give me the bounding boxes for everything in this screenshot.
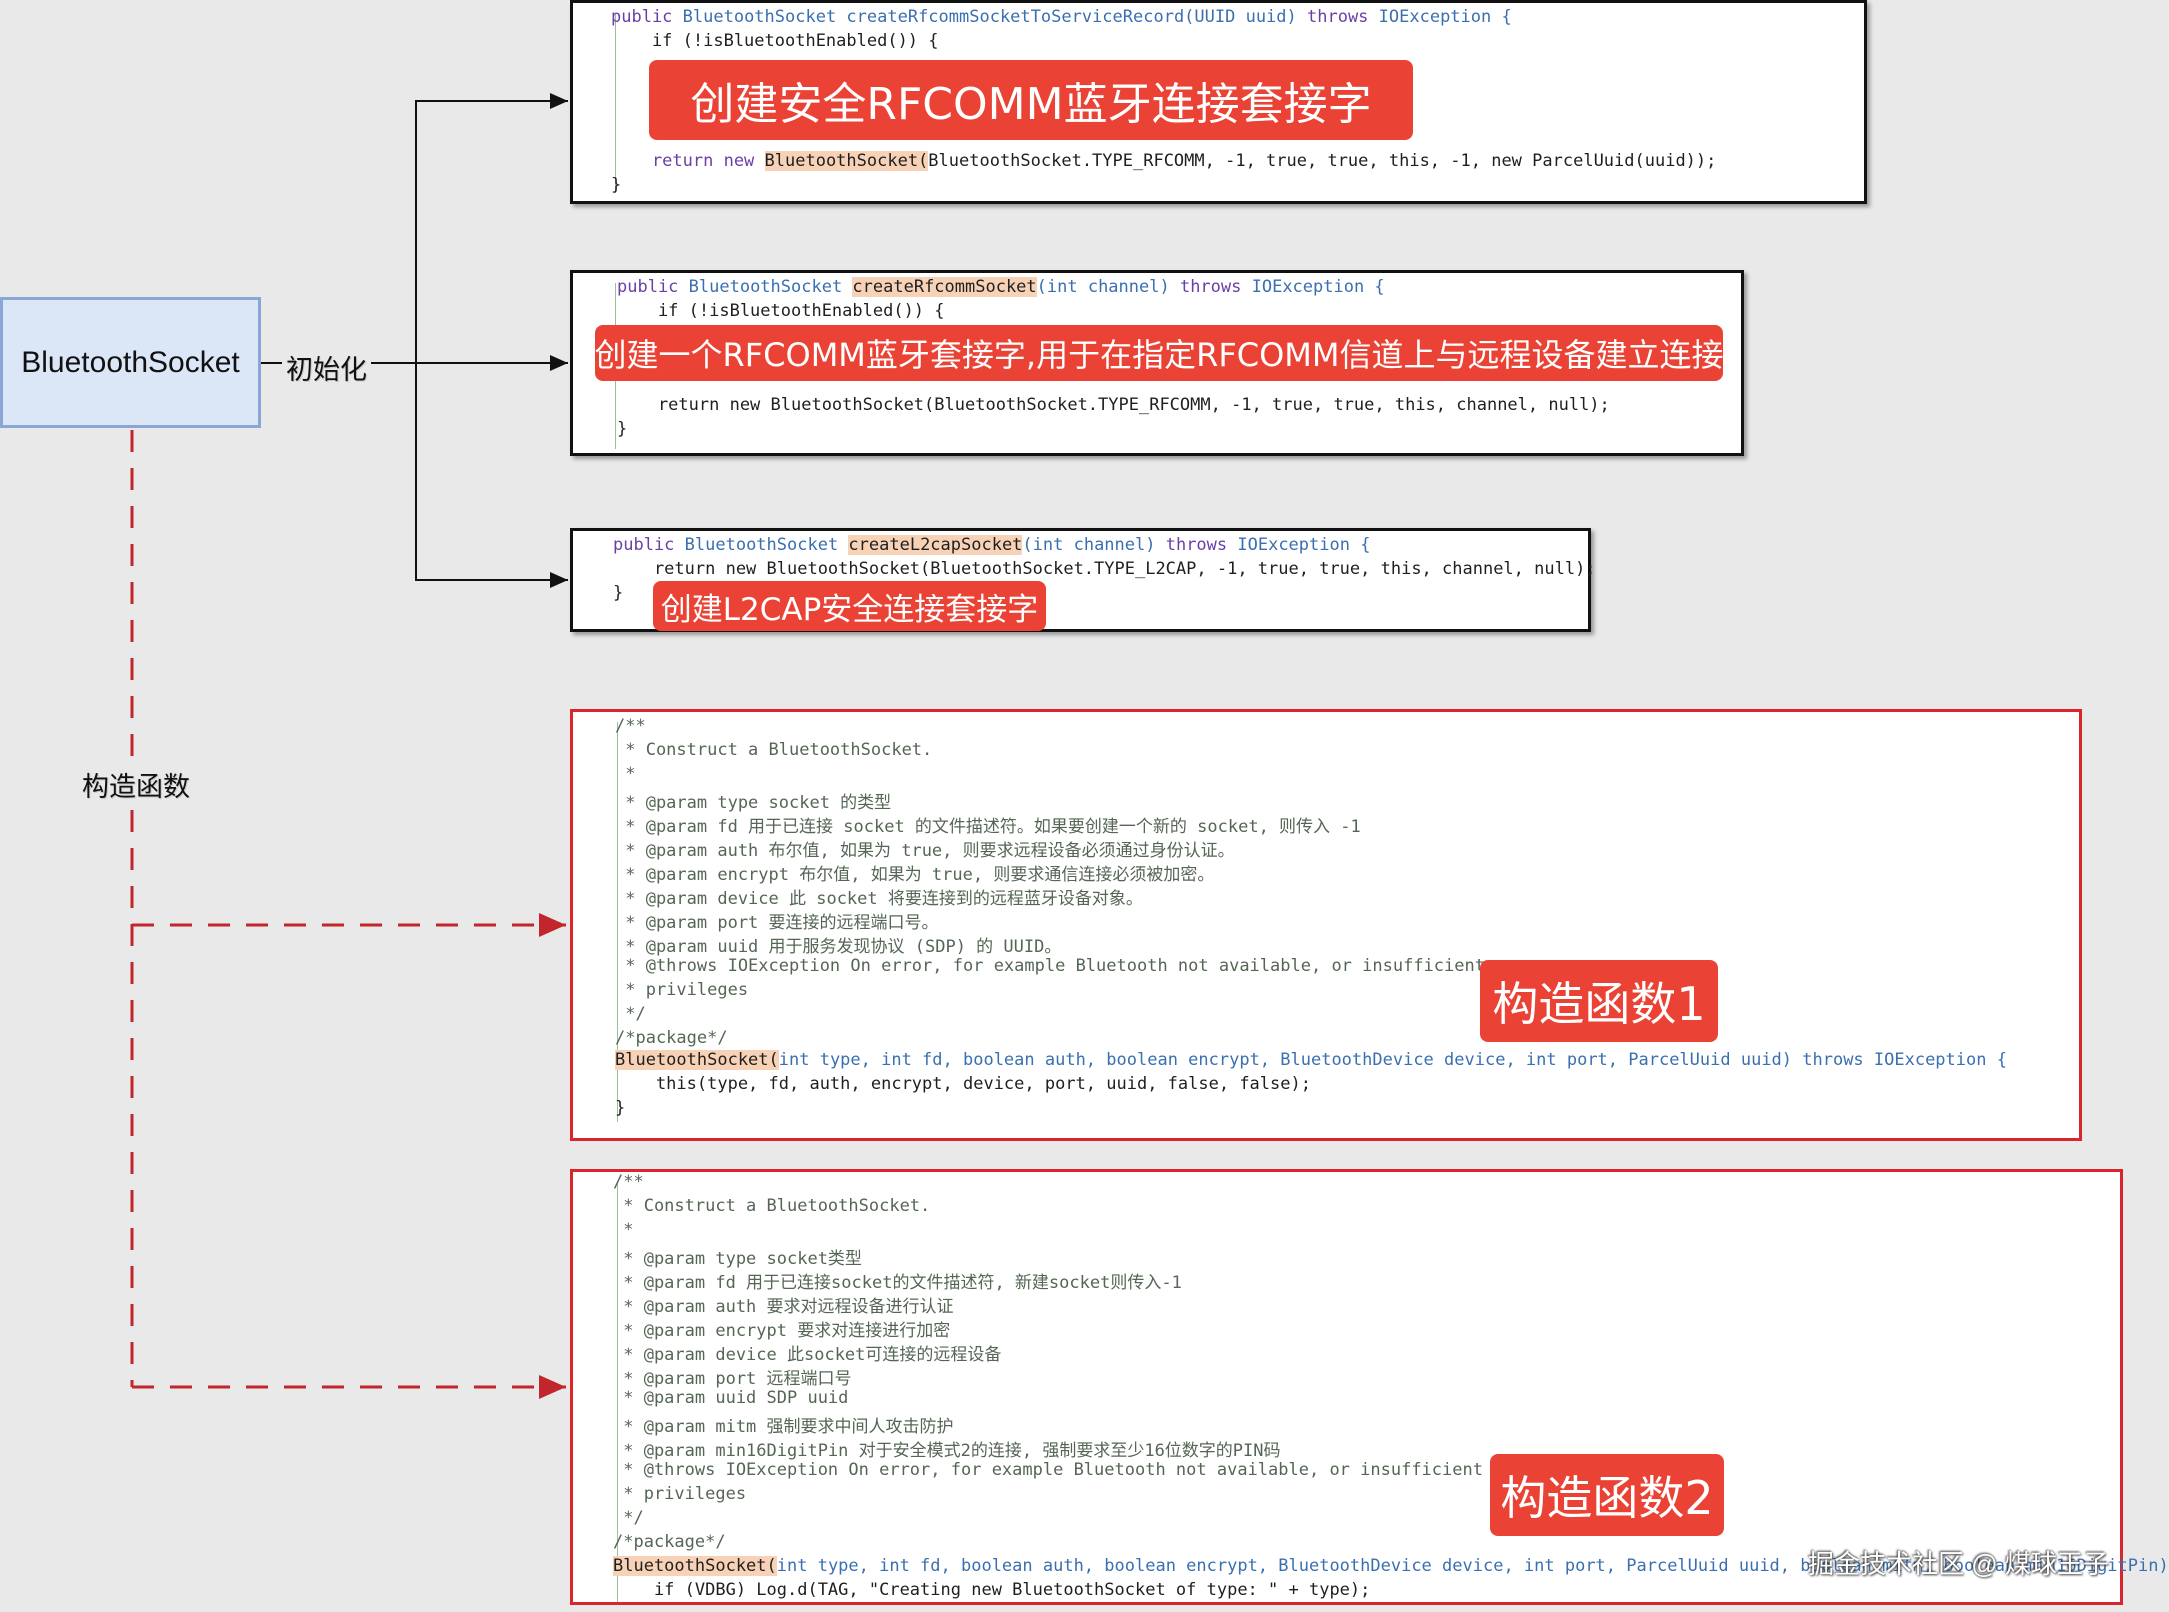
doc-comment-line: * @param fd 用于已连接 socket 的文件描述符。如果要创建一个新…	[615, 817, 1361, 837]
code-line: BluetoothSocket(int type, int fd, boolea…	[615, 1050, 2007, 1070]
code-box-constructor-2: /** * Construct a BluetoothSocket. * * @…	[570, 1169, 2169, 1605]
annotation-badge: 构造函数2	[1490, 1454, 1724, 1536]
code-line: }	[615, 1098, 626, 1118]
doc-comment-line: * @param uuid 用于服务发现协议 (SDP) 的 UUID。	[615, 937, 1062, 957]
doc-comment-line: /*package*/	[615, 1028, 728, 1048]
code-line: return new BluetoothSocket(BluetoothSock…	[617, 395, 1610, 415]
doc-comment-line: * @param fd 用于已连接socket的文件描述符, 新建socket则…	[613, 1273, 1182, 1293]
constructor-edge-label: 构造函数	[78, 765, 194, 804]
code-line: }	[613, 583, 624, 603]
doc-comment-line: * @param type socket类型	[613, 1249, 862, 1269]
doc-comment-line: * @param uuid SDP uuid	[613, 1388, 849, 1408]
init-arrow-box3	[415, 363, 568, 588]
code-gutter	[617, 722, 618, 1122]
doc-comment-line: */	[613, 1508, 644, 1528]
doc-comment-line: * @param encrypt 布尔值, 如果为 true, 则要求通信连接必…	[615, 865, 1215, 885]
annotation-badge: 创建一个RFCOMM蓝牙套接字,用于在指定RFCOMM信道上与远程设备建立连接	[595, 325, 1723, 381]
init-arrow-box1	[415, 93, 568, 363]
code-line: }	[617, 419, 628, 439]
doc-comment-line: * @param mitm 强制要求中间人攻击防护	[613, 1417, 954, 1437]
code-box-create-rfcomm-service-record: public BluetoothSocket createRfcommSocke…	[570, 0, 1867, 204]
code-line: public BluetoothSocket createRfcommSocke…	[617, 277, 1385, 297]
doc-comment-line: */	[615, 1004, 646, 1024]
doc-comment-line: * @param port 要连接的远程端口号。	[615, 913, 939, 933]
code-box-constructor-1: /** * Construct a BluetoothSocket. * * @…	[570, 709, 2082, 1141]
annotation-badge: 构造函数1	[1480, 960, 1718, 1042]
doc-comment-line: * @param device 此socket可连接的远程设备	[613, 1345, 1002, 1365]
doc-comment-line: * privileges	[615, 980, 749, 1000]
doc-comment-line: * Construct a BluetoothSocket.	[613, 1196, 931, 1216]
doc-comment-line: * @param encrypt 要求对连接进行加密	[613, 1321, 951, 1341]
code-line: if (!isBluetoothEnabled()) {	[617, 301, 945, 321]
doc-comment-line: * Construct a BluetoothSocket.	[615, 740, 933, 760]
code-box-create-rfcomm-socket: public BluetoothSocket createRfcommSocke…	[570, 270, 1744, 456]
doc-comment-line: * @param auth 布尔值, 如果为 true, 则要求远程设备必须通过…	[615, 841, 1235, 861]
init-connectors	[261, 93, 568, 588]
code-line: public BluetoothSocket createRfcommSocke…	[611, 7, 1512, 27]
doc-comment-line: * @param type socket 的类型	[615, 793, 892, 813]
doc-comment-line: /**	[613, 1172, 644, 1192]
code-gutter	[615, 13, 616, 193]
doc-comment-line: * @param device 此 socket 将要连接到的远程蓝牙设备对象。	[615, 889, 1143, 909]
annotation-badge: 创建L2CAP安全连接套接字	[653, 581, 1046, 631]
code-line: BluetoothSocket(int type, int fd, boolea…	[613, 1556, 2169, 1576]
init-edge-label: 初始化	[282, 348, 371, 387]
code-line: this(type, fd, auth, encrypt, device, po…	[615, 1074, 1311, 1094]
code-line: return new BluetoothSocket(BluetoothSock…	[613, 559, 1596, 579]
bluetoothsocket-node: BluetoothSocket	[0, 297, 261, 428]
root-label: BluetoothSocket	[21, 345, 240, 379]
code-box-create-l2cap-socket: public BluetoothSocket createL2capSocket…	[570, 528, 1596, 632]
doc-comment-line: * @throws IOException On error, for exam…	[613, 1460, 1483, 1480]
doc-comment-line: * @param min16DigitPin 对于安全模式2的连接, 强制要求至…	[613, 1441, 1281, 1461]
doc-comment-line: * @param auth 要求对远程设备进行认证	[613, 1297, 954, 1317]
doc-comment-line: /**	[615, 716, 646, 736]
doc-comment-line: /*package*/	[613, 1532, 726, 1552]
doc-comment-line: * @param port 远程端口号	[613, 1369, 852, 1389]
code-line: if (!isBluetoothEnabled()) {	[611, 31, 939, 51]
constructor-connectors	[130, 430, 566, 1399]
doc-comment-line: * privileges	[613, 1484, 747, 1504]
doc-comment-line: *	[615, 764, 636, 784]
code-gutter	[617, 1182, 618, 1602]
doc-comment-line: *	[613, 1220, 634, 1240]
code-line: if (VDBG) Log.d(TAG, "Creating new Bluet…	[613, 1580, 1371, 1600]
watermark: 掘金技术社区 @ 煤球王子	[1808, 1549, 2109, 1579]
doc-comment-line: * @throws IOException On error, for exam…	[615, 956, 1485, 976]
code-line: }	[611, 175, 622, 195]
code-line: return new BluetoothSocket(BluetoothSock…	[611, 151, 1717, 171]
annotation-badge: 创建安全RFCOMM蓝牙连接套接字	[649, 60, 1413, 140]
code-line: public BluetoothSocket createL2capSocket…	[613, 535, 1371, 555]
